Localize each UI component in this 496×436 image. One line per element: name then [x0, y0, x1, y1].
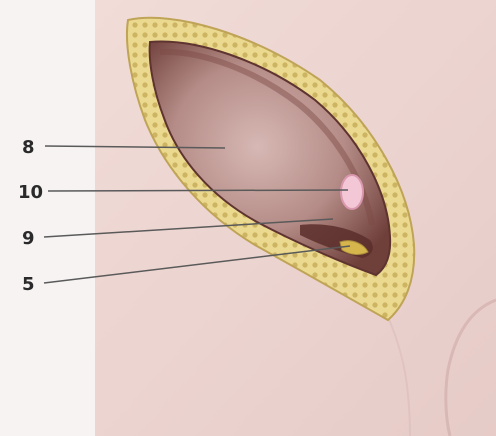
- structure-10-nodule: [341, 175, 363, 209]
- label-8: 8: [22, 137, 35, 158]
- label-10: 10: [18, 182, 43, 203]
- label-5: 5: [22, 274, 35, 295]
- label-9: 9: [22, 228, 35, 249]
- leader-line-10: [48, 190, 348, 191]
